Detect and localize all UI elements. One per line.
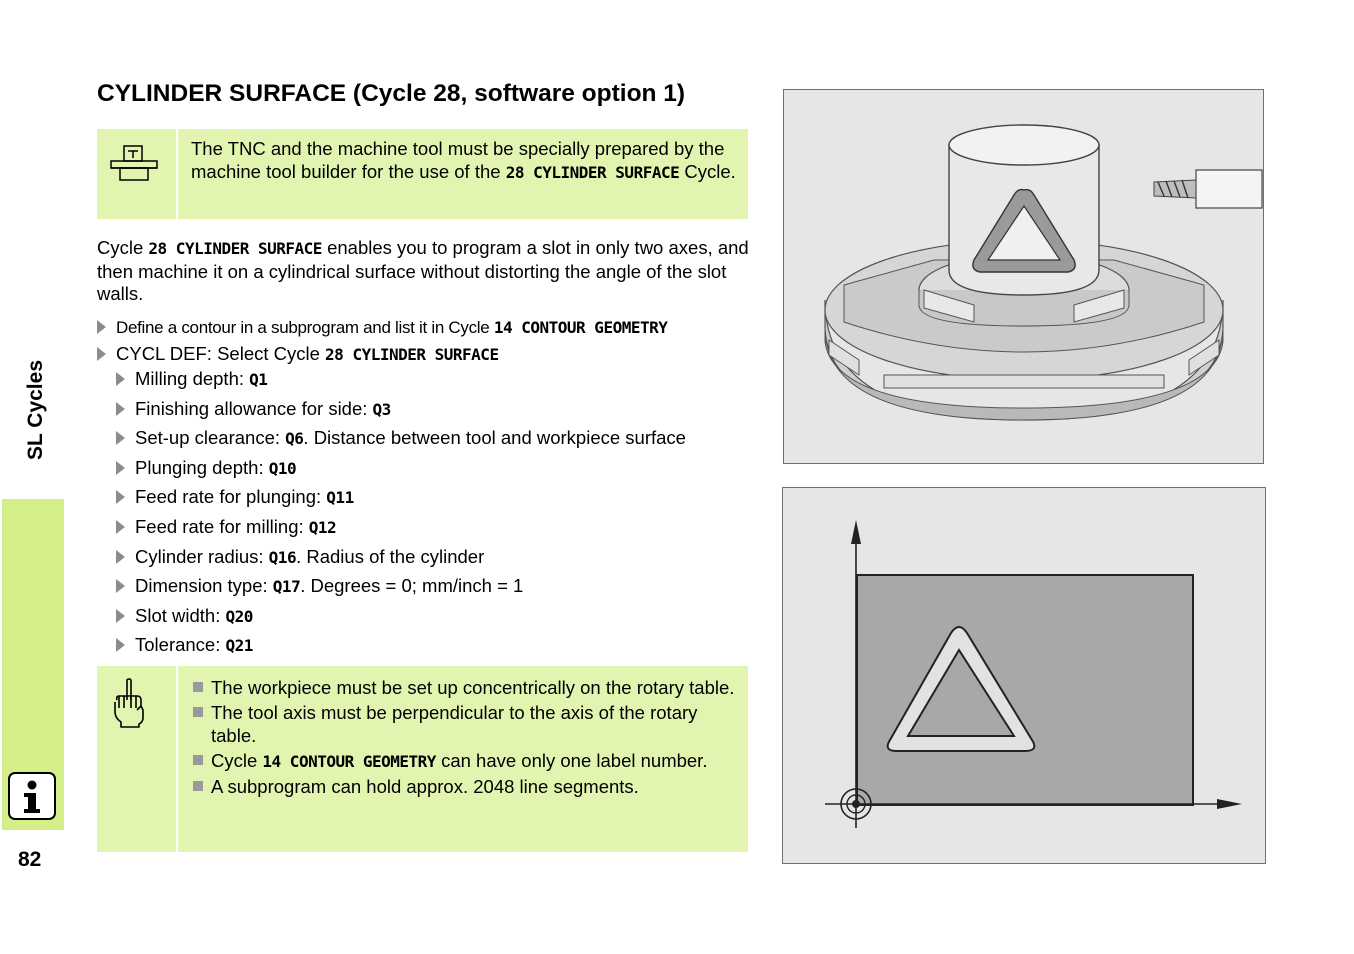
hint-text: Cycle (211, 750, 263, 771)
param-code: Q20 (225, 607, 254, 626)
hint-code: 14 CONTOUR GEOMETRY (262, 752, 436, 771)
page-title: CYLINDER SURFACE (Cycle 28, software opt… (97, 80, 686, 107)
param-label: Set-up clearance: (135, 427, 286, 448)
param-item: Feed rate for milling: Q12 (116, 516, 337, 538)
developed-surface-diagram (782, 487, 1266, 864)
param-item: Feed rate for plunging: Q11 (116, 486, 354, 508)
bullet-square-icon (193, 707, 203, 717)
param-arrow-icon (116, 431, 125, 445)
param-arrow-icon (116, 609, 125, 623)
step-define-text: Define a contour in a subprogram and lis… (116, 318, 494, 337)
param-label: Tolerance: (135, 634, 226, 655)
machine-note-text-end: Cycle. (679, 160, 736, 182)
param-code: Q12 (308, 518, 337, 537)
hint-text: The workpiece must be set up concentrica… (211, 677, 735, 698)
param-desc: . Radius of the cylinder (296, 546, 485, 567)
machine-note-code: 28 CYLINDER SURFACE (505, 162, 680, 182)
hint-item: A subprogram can hold approx. 2048 line … (191, 775, 738, 798)
param-arrow-icon (116, 490, 125, 504)
param-item: Dimension type: Q17. Degrees = 0; mm/inc… (116, 575, 523, 597)
param-label: Slot width: (135, 605, 226, 626)
pointing-hand-icon (114, 678, 144, 728)
param-code: Q21 (225, 636, 254, 655)
hint-item: The workpiece must be set up concentrica… (191, 676, 738, 699)
intro-code: 28 CYLINDER SURFACE (148, 239, 322, 258)
info-icon[interactable] (8, 772, 56, 820)
machine-tool-icon (110, 145, 158, 181)
hint-item: The tool axis must be perpendicular to t… (191, 701, 738, 747)
bullet-square-icon (193, 755, 203, 765)
bullet-square-icon (193, 781, 203, 791)
param-label: Finishing allowance for side: (135, 398, 373, 419)
param-item: Slot width: Q20 (116, 605, 253, 627)
step-cycl-def-code: 28 CYLINDER SURFACE (325, 345, 499, 364)
param-arrow-icon (116, 550, 125, 564)
intro-prefix: Cycle (97, 237, 149, 258)
param-code: Q3 (372, 400, 392, 419)
param-arrow-icon (116, 372, 125, 386)
param-label: Plunging depth: (135, 457, 269, 478)
param-item: Finishing allowance for side: Q3 (116, 398, 391, 420)
param-desc: . Degrees = 0; mm/inch = 1 (300, 575, 524, 596)
intro-text: enables you to program a slot in only tw… (97, 237, 749, 304)
step-arrow-icon (97, 320, 106, 334)
section-label: SL Cycles (24, 359, 47, 461)
step-cycl-def: CYCL DEF: Select Cycle 28 CYLINDER SURFA… (97, 343, 499, 365)
param-label: Feed rate for milling: (135, 516, 309, 537)
machine-note-text: The TNC and the machine tool must be spe… (191, 138, 725, 182)
param-item: Cylinder radius: Q16. Radius of the cyli… (116, 546, 484, 568)
param-label: Dimension type: (135, 575, 273, 596)
param-label: Milling depth: (135, 368, 250, 389)
param-item: Milling depth: Q1 (116, 368, 268, 390)
step-define-code: 14 CONTOUR GEOMETRY (493, 318, 668, 337)
intro-paragraph: Cycle 28 CYLINDER SURFACE enables you to… (97, 237, 757, 306)
param-item: Set-up clearance: Q6. Distance between t… (116, 427, 686, 449)
cylinder-illustration (783, 89, 1264, 464)
bullet-square-icon (193, 682, 203, 692)
page-number: 82 (18, 848, 42, 871)
param-code: Q10 (268, 459, 297, 478)
param-label: Feed rate for plunging: (135, 486, 327, 507)
step-cycl-def-text: CYCL DEF: Select Cycle (116, 343, 326, 364)
param-arrow-icon (116, 402, 125, 416)
param-desc: . Distance between tool and workpiece su… (303, 427, 686, 448)
param-arrow-icon (116, 461, 125, 475)
param-arrow-icon (116, 579, 125, 593)
param-item: Plunging depth: Q10 (116, 457, 297, 479)
hints-note: The workpiece must be set up concentrica… (97, 666, 748, 852)
hint-text: The tool axis must be perpendicular to t… (211, 702, 698, 746)
param-code: Q16 (268, 548, 297, 567)
step-arrow-icon (97, 347, 106, 361)
param-code: Q11 (326, 488, 354, 507)
machine-note: The TNC and the machine tool must be spe… (97, 129, 748, 219)
param-code: Q1 (249, 370, 268, 389)
param-item: Tolerance: Q21 (116, 634, 253, 656)
hint-text: A subprogram can hold approx. 2048 line … (211, 776, 639, 797)
param-label: Cylinder radius: (135, 546, 269, 567)
param-arrow-icon (116, 638, 125, 652)
param-arrow-icon (116, 520, 125, 534)
step-define-contour: Define a contour in a subprogram and lis… (97, 318, 668, 338)
param-code: Q17 (272, 577, 301, 596)
hint-item: Cycle 14 CONTOUR GEOMETRY can have only … (191, 749, 738, 773)
hint-text-end: can have only one label number. (435, 750, 708, 771)
param-code: Q6 (285, 429, 304, 448)
